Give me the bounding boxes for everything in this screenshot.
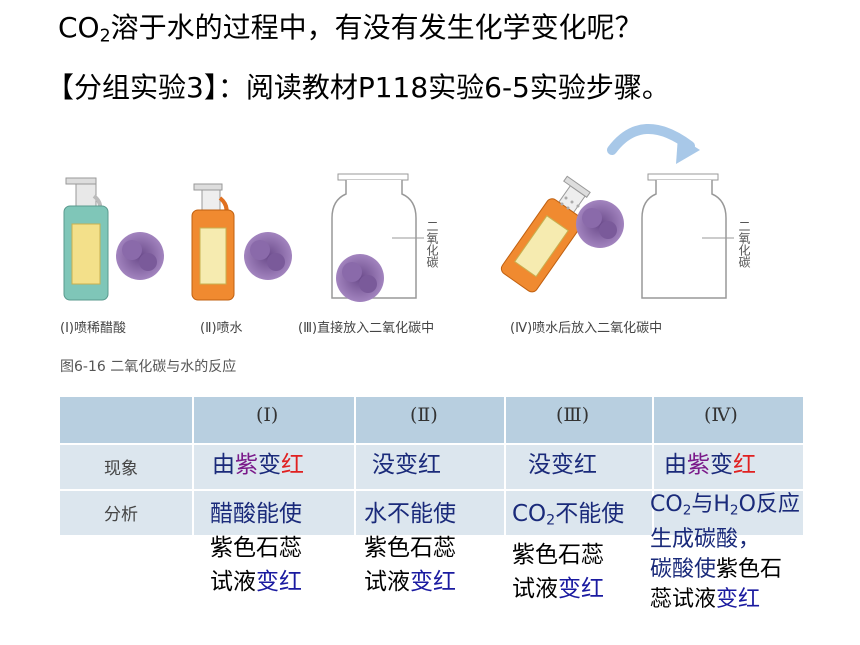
flower-1-icon — [116, 232, 164, 280]
row-divider — [60, 489, 803, 491]
caption-2: (Ⅱ)喷水 — [200, 321, 243, 336]
caption-1: (Ⅰ)喷稀醋酸 — [60, 321, 126, 336]
analysis-4: CO2与H2O反应 生成碳酸， 碳酸使紫色石 蕊试液变红 — [650, 492, 800, 613]
gas-label-4: 二氧化碳 — [737, 220, 751, 268]
analysis-3: CO2不能使 紫色石蕊 试液变红 — [512, 501, 625, 602]
figure-title: 图6-16 二氧化碳与水的反应 — [60, 359, 237, 375]
row-label-analysis: 分析 — [104, 505, 138, 525]
table-header-row — [60, 397, 803, 443]
column-divider — [652, 397, 654, 535]
experiment-figure: 二氧化碳 二氧化碳 — [63, 124, 751, 302]
spray-bottle-acetic-icon — [63, 177, 109, 301]
row-label-phenomena: 现象 — [104, 459, 138, 479]
column-header-3: (Ⅲ) — [556, 404, 590, 426]
flower-3-icon — [336, 254, 384, 302]
analysis-1: 醋酸能使 紫色石蕊 试液变红 — [210, 501, 302, 595]
experiment-heading: 【分组实验3】：阅读教材P118实验6-5实验步骤。 — [46, 71, 670, 104]
flower-4-icon — [576, 200, 624, 248]
row-divider — [60, 443, 803, 445]
phenomenon-2: 没变红 — [372, 452, 441, 478]
table-row-analysis — [60, 489, 803, 535]
column-header-4: (Ⅳ) — [704, 404, 738, 426]
column-divider — [354, 397, 356, 535]
question-heading: CO2溶于水的过程中，有没有发生化学变化呢？ — [58, 11, 643, 47]
phenomenon-4: 由紫变红 — [664, 452, 756, 478]
analysis-2: 水不能使 紫色石蕊 试液变红 — [364, 501, 456, 595]
flower-2-icon — [244, 232, 292, 280]
gas-label-3: 二氧化碳 — [425, 220, 439, 268]
column-divider — [192, 397, 194, 535]
phenomenon-3: 没变红 — [528, 452, 597, 478]
caption-3: (Ⅲ)直接放入二氧化碳中 — [298, 321, 435, 336]
column-header-1: (Ⅰ) — [256, 404, 279, 426]
phenomenon-1: 由紫变红 — [212, 452, 304, 478]
spray-mist-icon — [560, 196, 580, 210]
spray-bottle-water-icon — [191, 183, 235, 301]
move-arrow-icon — [607, 124, 700, 164]
spray-bottle-tilted-icon — [500, 175, 591, 293]
column-divider — [504, 397, 506, 535]
caption-4: (Ⅳ)喷水后放入二氧化碳中 — [510, 321, 663, 336]
table-row-phenomena — [60, 443, 803, 489]
column-header-2: (Ⅱ) — [410, 404, 438, 426]
gas-jar-4-icon — [641, 173, 734, 299]
